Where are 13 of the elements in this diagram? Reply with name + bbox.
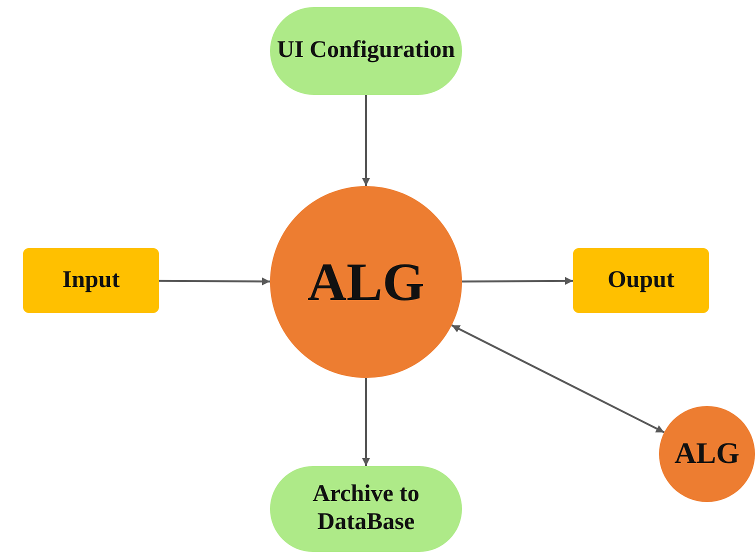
- process-box: [23, 248, 159, 313]
- node-label: ALG: [674, 436, 740, 472]
- arrow: [159, 277, 270, 286]
- arrow: [362, 378, 370, 466]
- arrow: [462, 276, 573, 285]
- node-label: ALG: [307, 250, 425, 314]
- arrow: [362, 95, 370, 186]
- node-label: Ouput: [608, 266, 674, 294]
- node-label: Input: [62, 266, 120, 294]
- process-box: [573, 248, 709, 313]
- node-label: Archive to DataBase: [312, 481, 420, 537]
- arrow: [451, 324, 665, 434]
- node-label: UI Configuration: [276, 37, 456, 65]
